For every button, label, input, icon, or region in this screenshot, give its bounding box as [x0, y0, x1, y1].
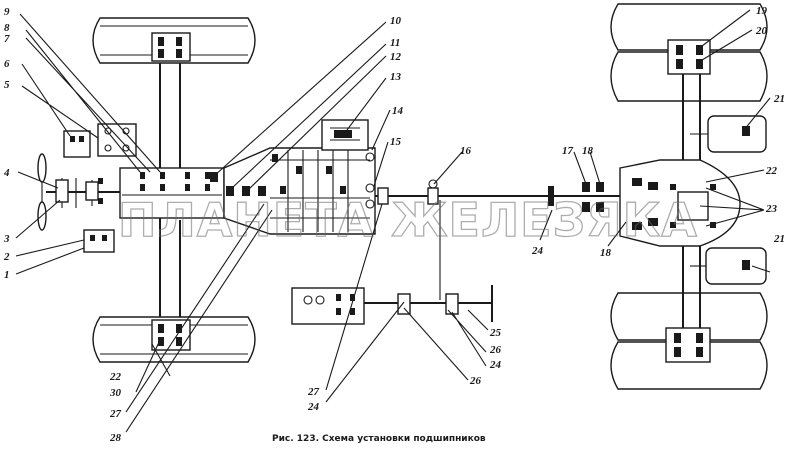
callout-27-mid: 27 [307, 386, 320, 398]
callout-13: 13 [390, 71, 402, 83]
callout-16: 16 [460, 145, 472, 157]
callout-21-top: 21 [773, 93, 785, 105]
leader-lines [15, 9, 771, 433]
callout-4: 4 [3, 167, 10, 179]
callout-20: 20 [755, 25, 768, 37]
callout-22-rear: 22 [765, 165, 778, 177]
callout-15: 15 [390, 136, 402, 148]
callout-24-mid: 24 [307, 401, 320, 413]
callout-26-steer: 26 [489, 344, 502, 356]
callout-9: 9 [4, 6, 10, 18]
callout-14: 14 [392, 105, 404, 117]
engine-block [119, 167, 225, 219]
callout-12: 12 [390, 51, 402, 63]
callout-19: 19 [756, 5, 768, 17]
callout-27-front: 27 [109, 408, 122, 420]
accessory-bottom [83, 229, 115, 253]
figure-caption: Рис. 123. Схема установки подшипников [272, 434, 486, 444]
propeller-shaft [375, 179, 575, 206]
callout-24-right: 24 [531, 245, 544, 257]
fan-assembly [37, 153, 120, 231]
callout-28: 28 [109, 432, 122, 444]
callout-23: 23 [765, 203, 778, 215]
callout-17: 17 [562, 145, 574, 157]
callout-10: 10 [390, 15, 402, 27]
callout-2: 2 [3, 251, 10, 263]
callout-7: 7 [4, 33, 10, 45]
watermark-text: ПЛАНЕТА ЖЕЛЕЗЯКА [118, 193, 698, 247]
callout-18: 18 [582, 145, 594, 157]
callout-25: 25 [489, 327, 502, 339]
callout-1: 1 [4, 269, 10, 281]
callout-5: 5 [4, 79, 10, 91]
callout-22-front: 22 [109, 371, 122, 383]
front-left-hub [151, 32, 191, 62]
callout-labels: 9 8 7 6 5 4 3 2 1 10 11 12 13 14 15 16 1… [3, 5, 785, 444]
callout-6: 6 [4, 58, 10, 70]
gearbox [210, 119, 376, 235]
callout-18-bottom: 18 [600, 247, 612, 259]
accessory-top [63, 123, 137, 158]
callout-30: 30 [109, 387, 122, 399]
callout-21-bottom: 21 [773, 233, 785, 245]
callout-26-low: 26 [469, 375, 482, 387]
callout-11: 11 [390, 37, 400, 49]
callout-8: 8 [4, 22, 10, 34]
callout-24-steer: 24 [489, 359, 502, 371]
callout-3: 3 [3, 233, 10, 245]
